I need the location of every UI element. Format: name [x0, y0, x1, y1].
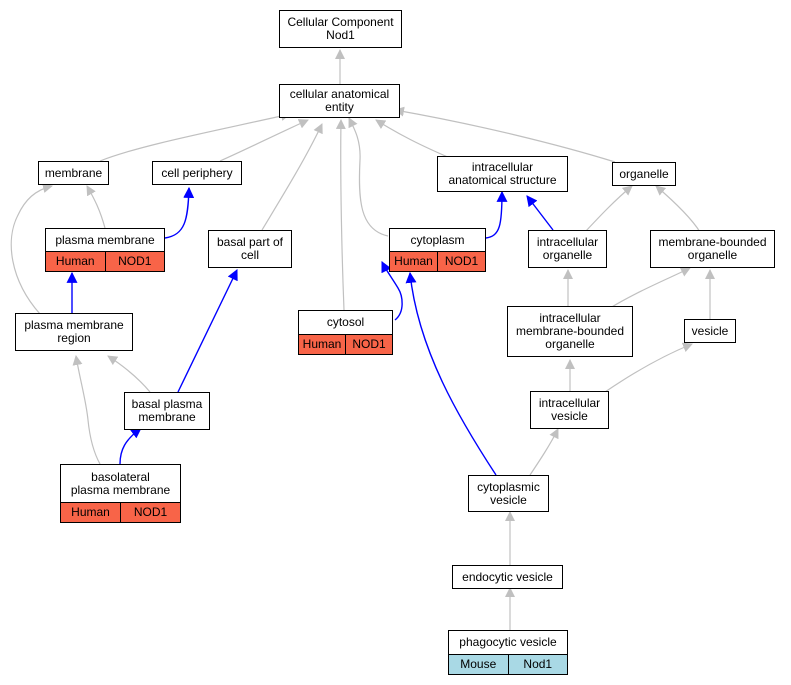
edge-intraorg-ias — [526, 195, 554, 231]
species-tag: Human — [71, 505, 110, 519]
node-intracellular-organelle[interactable]: intracellular organelle — [528, 230, 607, 268]
edge-cytosol-cytoplasm — [381, 261, 403, 321]
node-basal-plasma-membrane[interactable]: basal plasma membrane — [124, 392, 210, 430]
node-intracellular-membrane-bounded-organelle[interactable]: intracellular membrane-bounded organelle — [507, 306, 633, 357]
edge-basolateral-basalpm — [119, 427, 142, 465]
gene-tag: NOD1 — [120, 503, 180, 522]
node-endocytic-vesicle[interactable]: endocytic vesicle — [452, 565, 563, 589]
node-membrane[interactable]: membrane — [38, 161, 109, 185]
edge-mborg-organelle — [655, 185, 701, 233]
gene-tag: NOD1 — [345, 335, 392, 354]
edge-cytoplasm-ias — [485, 190, 508, 239]
species-tag: Human — [302, 337, 342, 351]
edge-cytovesicle-cytoplasm — [405, 271, 497, 476]
node-cellular-component-root[interactable]: Cellular Component Nod1 — [279, 10, 402, 48]
edge-basalpm-basalpart — [177, 269, 238, 393]
node-cytoplasmic-vesicle[interactable]: cytoplasmic vesicle — [468, 475, 549, 512]
node-organelle[interactable]: organelle — [612, 162, 676, 186]
node-vesicle[interactable]: vesicle — [684, 319, 736, 343]
node-basal-part-of-cell[interactable]: basal part of cell — [208, 230, 292, 268]
node-cell-periphery[interactable]: cell periphery — [152, 161, 242, 185]
gene-tag: NOD1 — [437, 252, 485, 271]
gene-tag: NOD1 — [104, 252, 165, 271]
edge-pm-cellperiphery — [164, 186, 195, 239]
edge-basalpart-cae — [261, 123, 323, 231]
edge-organelle-cae — [394, 106, 616, 163]
edge-basalpm-pmregion — [107, 355, 151, 393]
node-plasma-membrane-region[interactable]: plasma membrane region — [15, 313, 133, 351]
species-tag: Human — [55, 254, 95, 268]
gene-tag: Nod1 — [507, 655, 568, 674]
node-cellular-anatomical-entity[interactable]: cellular anatomical entity — [279, 84, 400, 118]
node-intracellular-vesicle[interactable]: intracellular vesicle — [530, 391, 609, 429]
species-tag: Human — [394, 254, 433, 268]
edge-pm-membrane — [86, 185, 106, 229]
species-tag: Mouse — [460, 657, 497, 671]
edge-ias-cae — [375, 119, 451, 159]
node-intracellular-anatomical-structure[interactable]: intracellular anatomical structure — [437, 156, 568, 192]
edge-cytovesicle-intravesicle — [529, 428, 559, 476]
edge-cytosol-cae — [335, 119, 346, 311]
edge-basolateral-pmregion — [72, 355, 101, 465]
edge-cellperiphery-cae — [219, 119, 309, 162]
edge-cytoplasm-cae — [348, 117, 389, 237]
edge-imb-mborg — [609, 267, 691, 309]
edge-intraorg-organelle — [584, 185, 633, 233]
node-membrane-bounded-organelle[interactable]: membrane-bounded organelle — [650, 230, 775, 268]
edge-intravesicle-vesicle — [604, 342, 693, 393]
edge-pmregion-membrane — [10, 183, 53, 315]
edge-membrane-cae — [99, 111, 291, 162]
